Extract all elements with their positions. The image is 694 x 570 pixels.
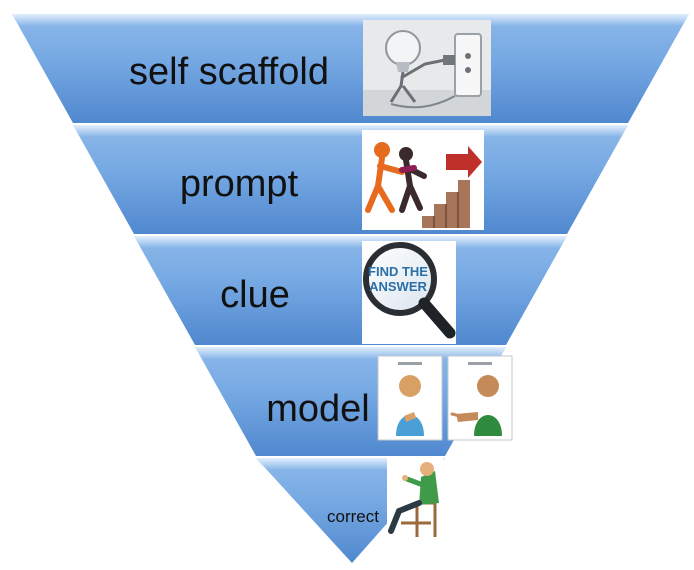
level-label-clue: clue — [220, 274, 290, 316]
pyramid-level-correct: correct — [256, 457, 445, 563]
pyramid-level-model: model — [195, 347, 513, 456]
pyramid-level-prompt: prompt — [73, 125, 628, 234]
person-reclining-in-chair-icon — [387, 457, 443, 539]
magnifying-glass-find-the-answer-icon: FIND THE ANSWER — [362, 241, 456, 344]
find-the-answer-text-line2: ANSWER — [369, 279, 427, 294]
find-the-answer-text-line1: FIND THE — [368, 264, 428, 279]
pyramid-level-clue: clue FIND THE ANSWER — [134, 236, 567, 345]
two-boys-pointing-symbol-cards-icon — [377, 355, 513, 441]
level-label-prompt: prompt — [180, 163, 299, 205]
level-label-correct: correct — [327, 507, 379, 526]
figures-pushing-up-stairs-icon — [362, 130, 484, 230]
pyramid-level-self-scaffold: self scaffold — [12, 14, 689, 123]
level-label-self-scaffold: self scaffold — [129, 51, 329, 93]
lightbulb-figure-plugging-in-icon — [363, 20, 491, 116]
level-label-model: model — [266, 388, 370, 430]
